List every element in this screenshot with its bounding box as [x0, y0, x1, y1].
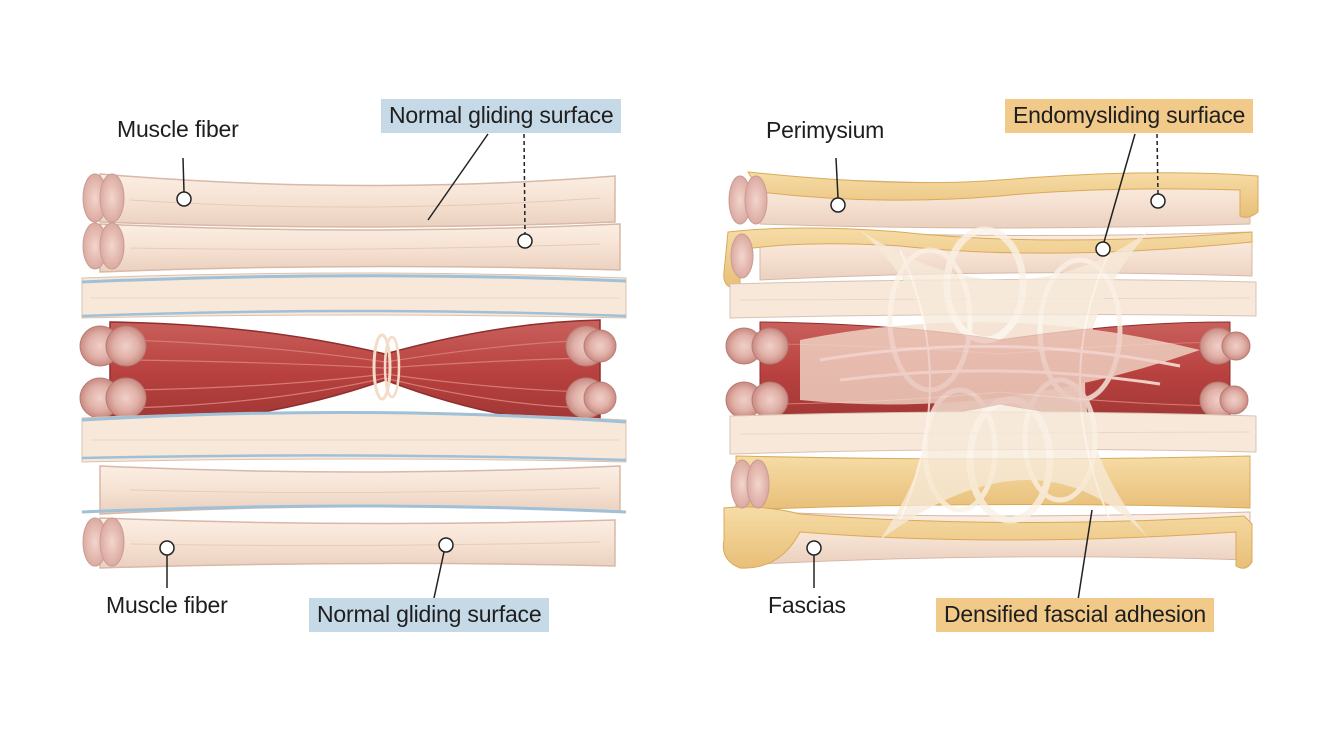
left-leader-lines — [159, 133, 533, 599]
fascial-adhesion-web — [800, 226, 1200, 540]
label-muscle-fiber-top: Muscle fiber — [117, 116, 239, 142]
left-upper-gliding-band — [81, 272, 627, 319]
left-muscle-diagram — [79, 133, 627, 599]
left-top-fibers — [82, 173, 621, 273]
right-muscle-diagram — [722, 133, 1259, 601]
label-endomysium-sliding-surface: Endomysliding surfiace — [1005, 99, 1254, 133]
label-fascias: Fascias — [768, 592, 846, 618]
left-lower-gliding-band — [81, 410, 627, 463]
right-top-fibers — [723, 171, 1259, 289]
left-bottom-fibers — [81, 465, 627, 569]
label-muscle-fiber-bottom: Muscle fiber — [106, 592, 228, 618]
label-normal-gliding-surface-top: Normal gliding surface — [381, 99, 622, 133]
label-normal-gliding-surface-bottom: Normal gliding surface — [309, 598, 550, 632]
right-leader-lines — [806, 133, 1166, 601]
label-perimysium: Perimysium — [766, 117, 885, 143]
label-densified-fascial-adhesion: Densified fascial adhesion — [936, 598, 1215, 632]
right-bottom-fibers — [722, 455, 1253, 569]
left-muscle-bundle — [79, 319, 617, 427]
